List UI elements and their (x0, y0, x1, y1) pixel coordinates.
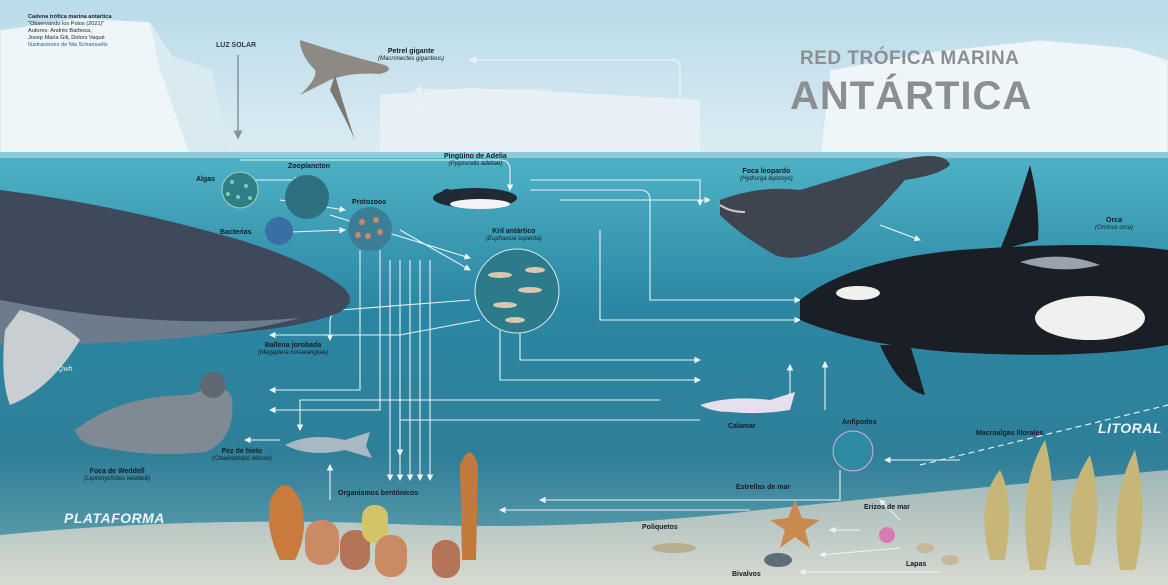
urchin-illustration (879, 527, 895, 543)
label-petrel: Petrel gigante(Macronectes giganteus) (378, 48, 444, 63)
label-amphipods: Anfípodos (842, 419, 877, 427)
label-urchins: Erizos de mar (864, 504, 910, 512)
credits-authors-1: Autores: Andrés Barbosa, (28, 28, 112, 35)
label-penguin: Pingüino de Adelia(Pygoscelis adeliae) (444, 153, 507, 168)
label-weddell: Foca de Weddell(Leptonychotes weddelli) (84, 468, 150, 483)
sea-surface (0, 152, 1168, 158)
label-bivalves: Bivalvos (732, 571, 761, 579)
label-protozoa: Protozoos (352, 199, 386, 207)
artist-signature: Qwh (58, 366, 72, 374)
credits-title: Cadena trófica marina antártica (28, 14, 112, 21)
title-line-1: RED TRÓFICA MARINA (800, 48, 1019, 70)
label-orca: Orca(Orcinus orca) (1095, 217, 1133, 232)
label-limpets: Lapas (906, 561, 926, 569)
label-polychaetes: Poliquetos (642, 524, 678, 532)
label-starfish: Estrellas de mar (736, 484, 790, 492)
label-macroalgae: Macroalgas litorales (976, 430, 1043, 438)
label-benthic: Organismos bentónicos (338, 490, 418, 498)
label-zooplankton: Zooplancton (288, 163, 330, 171)
label-algae: Algas (196, 176, 215, 184)
title-line-2: ANTÁRTICA (790, 74, 1032, 119)
bivalves-illustration (764, 553, 792, 567)
label-leopard-seal: Foca leopardo(Hydrurga leptonyx) (740, 168, 793, 183)
polychaetes-illustration (652, 543, 696, 553)
credits-illustrations: Ilustraciones de Nia Schamuells (28, 42, 112, 49)
label-krill: Kril antártico(Euphausia superba) (486, 228, 542, 243)
credits: Cadena trófica marina antártica "Observa… (28, 14, 112, 49)
label-bacteria: Bacterias (220, 229, 252, 237)
label-icefish: Pez de hielo(Chaenodraco wilsoni) (212, 448, 272, 463)
credits-project: "Observando los Polos (2021)" (28, 21, 112, 28)
sunlight-label: LUZ SOLAR (216, 42, 256, 49)
zone-coast: LITORAL (1098, 420, 1162, 436)
label-squid: Calamar (728, 423, 756, 431)
zone-shelf: PLATAFORMA (64, 510, 165, 526)
credits-authors-2: Josep Maria Gili, Dolors Vaqué (28, 35, 112, 42)
label-humpback: Ballena jorobada(Megaptera novaeangliae) (258, 342, 328, 357)
